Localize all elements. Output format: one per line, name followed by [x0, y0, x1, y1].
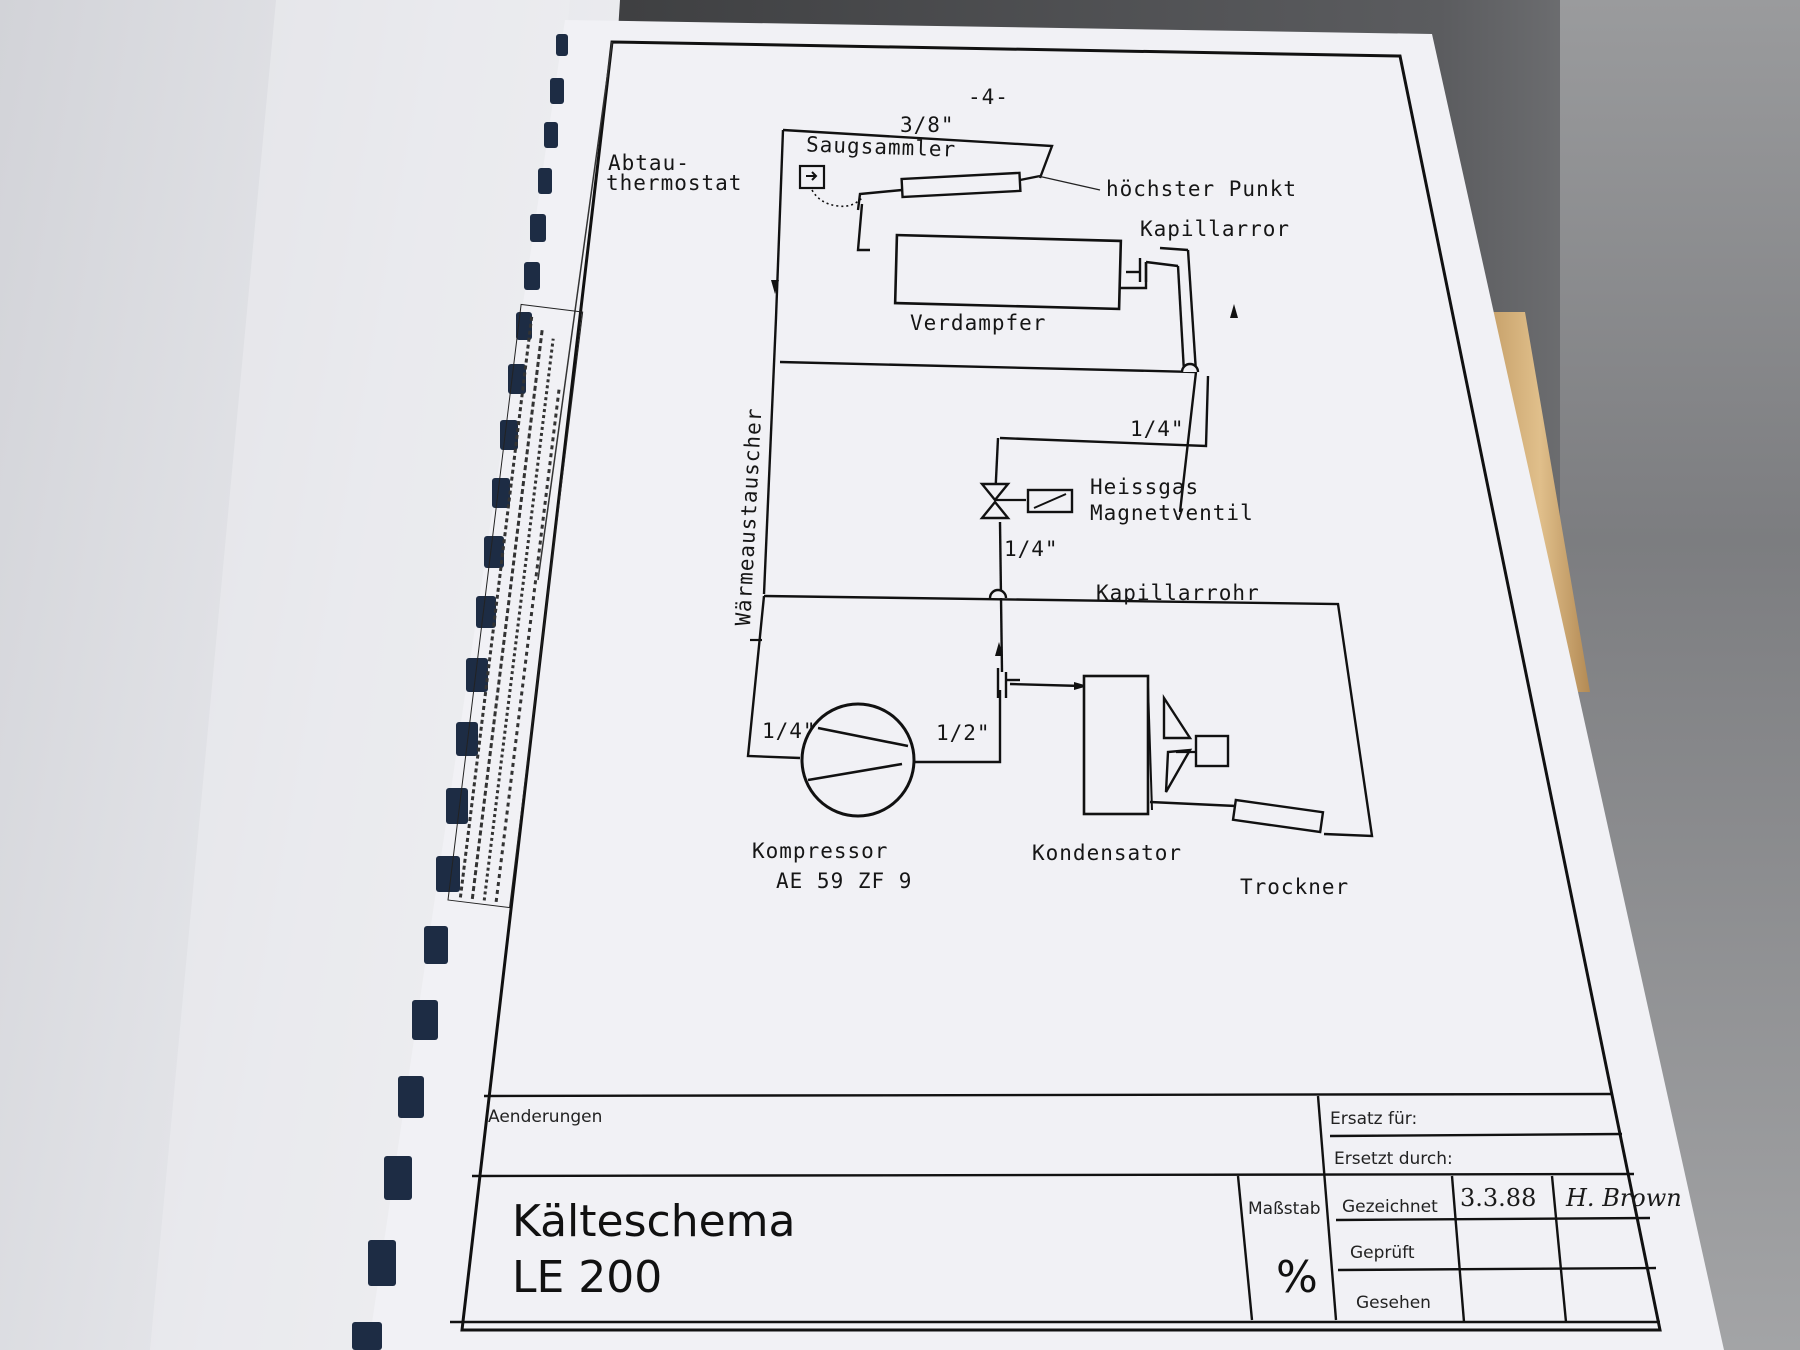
- photo-scene: -4-: [0, 0, 1800, 1350]
